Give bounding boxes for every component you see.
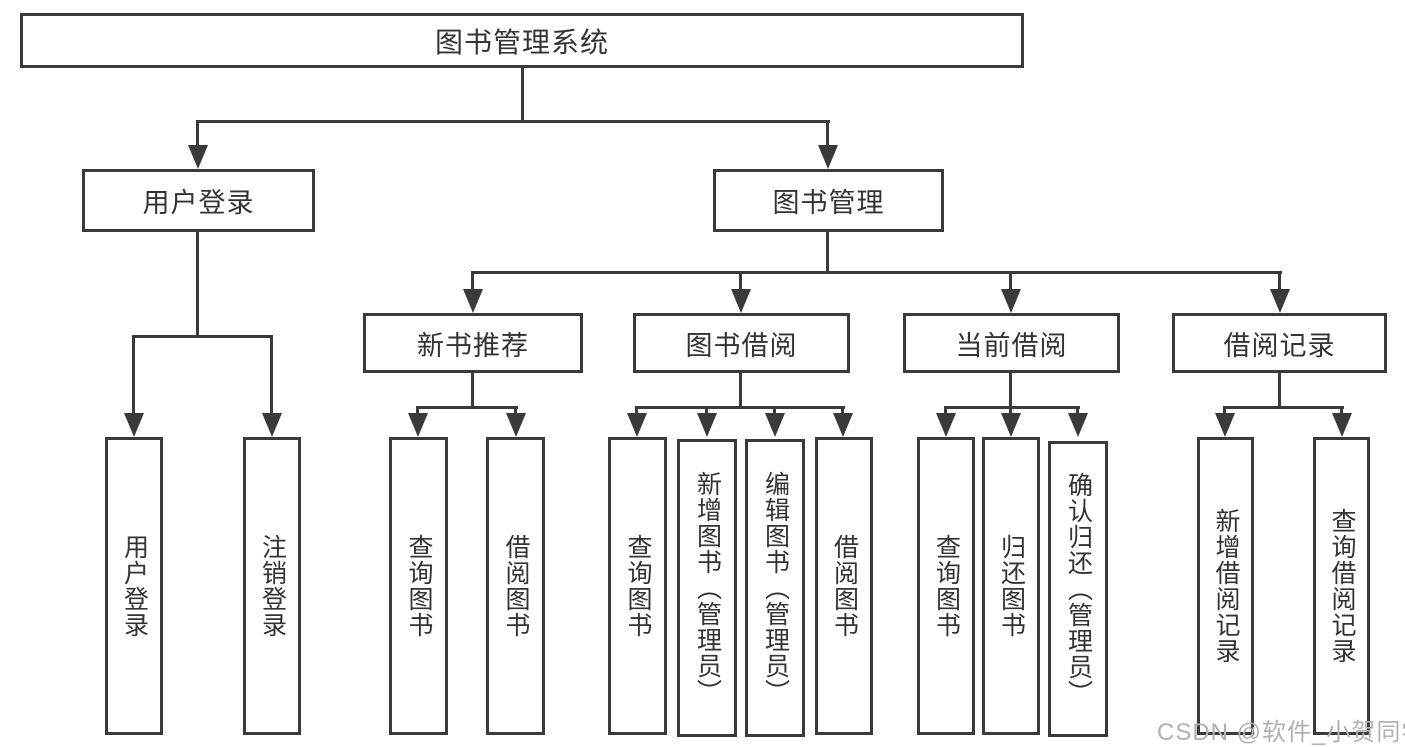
- connector-drop-add-book: [705, 406, 708, 418]
- arrowhead-user-login: [188, 145, 208, 169]
- leaf-logout-label: 注销登录: [258, 534, 287, 638]
- arrowhead-leaf-login: [124, 413, 144, 437]
- node-book-borrow-label: 图书借阅: [685, 330, 798, 361]
- leaf-query-borrow-record-label: 查询借阅记录: [1328, 508, 1356, 664]
- connector-drop-edit-book: [773, 406, 776, 418]
- node-book-management-label: 图书管理: [772, 188, 885, 218]
- connector-current-borrow-stub: [1009, 373, 1012, 409]
- connector-level1-bus: [196, 120, 830, 123]
- connector-book-borrow-bus: [636, 406, 845, 409]
- arrowhead-current-borrow: [1001, 289, 1021, 313]
- node-book-management: 图书管理: [713, 169, 944, 232]
- leaf-query-books-3: 查询图书: [917, 437, 975, 735]
- connector-user-login-stub: [196, 232, 199, 338]
- leaf-query-books-2: 查询图书: [608, 437, 667, 735]
- connector-drop-confirm-return: [1076, 406, 1079, 418]
- connector-drop-borrow-records: [1278, 271, 1281, 293]
- connector-drop-leaf-login: [132, 335, 135, 417]
- leaf-borrow-books-1-label: 借阅图书: [502, 534, 530, 638]
- node-current-borrow: 当前借阅: [903, 313, 1120, 373]
- leaf-return-book-label: 归还图书: [997, 534, 1026, 638]
- leaf-query-books-1-label: 查询图书: [405, 534, 433, 638]
- leaf-return-book: 归还图书: [982, 437, 1040, 735]
- node-user-login-label: 用户登录: [142, 188, 255, 218]
- leaf-borrow-books-2-label: 借阅图书: [830, 534, 859, 638]
- node-borrow-records-label: 借阅记录: [1223, 330, 1336, 361]
- arrowhead-borrow-books-2: [833, 413, 853, 437]
- connector-drop-return-book: [1009, 406, 1012, 418]
- node-user-login: 用户登录: [82, 169, 315, 232]
- node-current-borrow-label: 当前借阅: [955, 330, 1068, 361]
- connector-user-login-bus: [132, 335, 273, 338]
- leaf-query-books-1: 查询图书: [389, 437, 448, 735]
- arrowhead-add-book: [697, 413, 717, 437]
- connector-root-stub: [521, 66, 524, 123]
- arrowhead-book-borrow: [731, 289, 751, 313]
- leaf-edit-book-admin: 编辑图书（管理员）: [745, 439, 805, 737]
- arrowhead-borrow-records: [1270, 289, 1290, 313]
- node-root-label: 图书管理系统: [434, 26, 609, 58]
- arrowhead-leaf-logout: [262, 413, 282, 437]
- connector-drop-query-books-2: [635, 406, 638, 418]
- leaf-borrow-books-1: 借阅图书: [486, 437, 545, 735]
- connector-current-borrow-bus: [945, 406, 1080, 409]
- arrowhead-new-book: [463, 289, 483, 313]
- node-borrow-records: 借阅记录: [1172, 313, 1387, 373]
- leaf-add-borrow-record: 新增借阅记录: [1197, 437, 1254, 735]
- arrowhead-book-management: [818, 145, 838, 169]
- node-root: 图书管理系统: [20, 13, 1024, 68]
- arrowhead-edit-book: [765, 413, 785, 437]
- connector-book-borrow-stub: [739, 373, 742, 409]
- connector-drop-new-book: [471, 271, 474, 293]
- arrowhead-query-books-3: [936, 413, 956, 437]
- connector-drop-query-record: [1340, 406, 1343, 418]
- arrowhead-query-record: [1332, 413, 1352, 437]
- connector-level3-bus: [471, 271, 1282, 274]
- connector-borrow-records-bus: [1224, 406, 1344, 409]
- leaf-query-books-3-label: 查询图书: [932, 534, 961, 638]
- connector-drop-borrow-books-2: [841, 406, 844, 418]
- arrowhead-return-book: [1001, 413, 1021, 437]
- connector-new-book-bus: [417, 406, 518, 409]
- arrowhead-add-record: [1215, 413, 1235, 437]
- leaf-confirm-return-admin-label: 确认归还（管理员）: [1064, 472, 1093, 706]
- arrowhead-borrow-books-1: [506, 413, 526, 437]
- leaf-add-borrow-record-label: 新增借阅记录: [1212, 508, 1240, 664]
- arrowhead-query-books-1: [408, 413, 428, 437]
- leaf-add-book-admin: 新增图书（管理员）: [677, 439, 737, 737]
- arrowhead-confirm-return: [1068, 413, 1088, 437]
- leaf-query-books-2-label: 查询图书: [624, 534, 652, 638]
- node-book-borrow: 图书借阅: [633, 313, 850, 373]
- csdn-watermark: CSDN @软件_小贺同学: [1157, 719, 1405, 746]
- connector-drop-query-books-3: [944, 406, 947, 418]
- connector-drop-leaf-logout: [270, 335, 273, 417]
- leaf-query-borrow-record: 查询借阅记录: [1313, 437, 1370, 735]
- connector-drop-add-record: [1223, 406, 1226, 418]
- node-new-book-recommend-label: 新书推荐: [417, 330, 529, 361]
- connector-drop-current-borrow: [1009, 271, 1012, 293]
- connector-book-management-stub: [826, 232, 829, 274]
- leaf-edit-book-admin-label: 编辑图书（管理员）: [761, 471, 790, 705]
- connector-drop-book-management: [826, 120, 829, 150]
- leaf-logout: 注销登录: [243, 437, 301, 735]
- leaf-user-login-label: 用户登录: [120, 534, 149, 638]
- leaf-add-book-admin-label: 新增图书（管理员）: [693, 471, 722, 705]
- arrowhead-query-books-2: [627, 413, 647, 437]
- connector-drop-query-books-1: [416, 406, 419, 418]
- connector-new-book-stub: [471, 373, 474, 409]
- node-new-book-recommend: 新书推荐: [363, 313, 583, 373]
- connector-drop-user-login: [196, 120, 199, 150]
- leaf-borrow-books-2: 借阅图书: [815, 437, 873, 735]
- connector-drop-book-borrow: [739, 271, 742, 293]
- connector-drop-borrow-books-1: [514, 406, 517, 418]
- leaf-confirm-return-admin: 确认归还（管理员）: [1048, 441, 1108, 737]
- leaf-user-login: 用户登录: [105, 437, 163, 735]
- connector-borrow-records-stub: [1278, 373, 1281, 409]
